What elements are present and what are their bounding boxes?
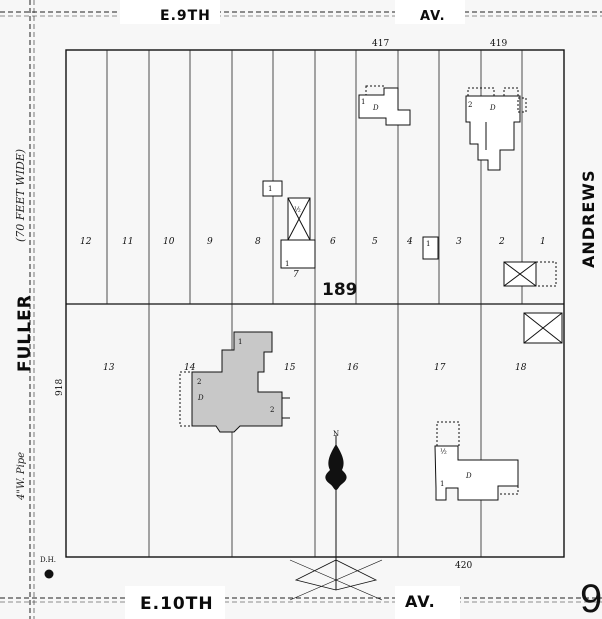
lot-number: 2 <box>498 237 505 247</box>
shed-lot-4: 1 <box>422 236 439 260</box>
lot-number: 4 <box>406 237 413 247</box>
pipe-label: 4"W. Pipe <box>16 452 27 501</box>
story-mark: 1 <box>440 480 444 488</box>
dwelling-mark: D <box>465 472 472 480</box>
lot-number: 13 <box>103 363 115 373</box>
shed-lot-8: 1 <box>262 180 283 197</box>
compass-north-label: N <box>333 430 339 438</box>
lot-number: 16 <box>347 363 359 373</box>
hydrant-label: D.H. <box>40 556 56 564</box>
block-number: 189 <box>322 280 358 300</box>
north-street-plate <box>120 0 220 24</box>
story-mark: ½ <box>294 206 301 214</box>
dwelling-mark: D <box>197 394 204 402</box>
address-417: 417 <box>372 39 389 49</box>
north-av-plate <box>395 0 465 24</box>
lot-number: 14 <box>184 363 196 373</box>
story-mark: 1 <box>268 185 272 193</box>
story-mark: 2 <box>468 101 472 109</box>
story-mark: 1 <box>238 338 242 346</box>
address-419: 419 <box>490 39 507 49</box>
north-av-label: AV. <box>420 9 446 24</box>
lot-number: 6 <box>330 237 336 247</box>
lot-number: 8 <box>255 237 261 247</box>
address-420: 420 <box>455 561 472 571</box>
lot-number: 7 <box>293 270 299 280</box>
south-street-label: E.10TH <box>140 594 214 614</box>
north-street-label: E.9TH <box>160 8 211 24</box>
story-mark: 1 <box>361 98 365 106</box>
building-lot-1 <box>503 261 557 287</box>
dwelling-mark: D <box>489 104 496 112</box>
west-street-label: FULLER <box>15 294 35 372</box>
address-918: 918 <box>55 379 65 396</box>
story-mark: 2 <box>197 378 201 386</box>
west-street-width: (70 FEET WIDE) <box>14 149 27 242</box>
lot-number: 18 <box>515 363 527 373</box>
south-av-label: AV. <box>405 592 436 611</box>
lot-number: 3 <box>456 237 462 247</box>
north-lot-lines <box>106 50 523 304</box>
lot-number: 11 <box>122 237 133 247</box>
south-lot-numbers: 13 14 15 16 17 18 <box>103 363 527 373</box>
south-street-plate <box>125 586 225 619</box>
building-lot-17: ½ D 1 <box>434 421 519 501</box>
lot-number: 1 <box>540 237 546 247</box>
edge-numeral: 9 <box>580 577 602 619</box>
compass-rose: N <box>289 430 383 601</box>
lot-number: 17 <box>434 363 446 373</box>
building-lot-7: ½ 1 <box>280 197 316 269</box>
lot-number: 15 <box>284 363 296 373</box>
building-419: 2 D <box>465 87 527 171</box>
building-lot-14: 2 D 1 2 <box>179 331 290 433</box>
lot-number: 5 <box>372 237 378 247</box>
dwelling-mark: D <box>372 104 379 112</box>
lot-number: 10 <box>163 237 175 247</box>
east-street-label: ANDREWS <box>579 170 598 268</box>
south-lot-lines <box>148 304 482 557</box>
story-mark: 1 <box>285 260 289 268</box>
north-lot-numbers: 12 11 10 9 8 7 6 5 4 3 2 1 <box>80 237 546 280</box>
story-mark: 1 <box>426 240 430 248</box>
story-mark: ½ <box>440 448 447 456</box>
lot-number: 9 <box>207 237 213 247</box>
south-av-plate <box>395 586 460 619</box>
hydrant: D.H. <box>40 556 56 579</box>
building-lot-18 <box>523 312 563 344</box>
story-mark: 2 <box>270 406 274 414</box>
lot-number: 12 <box>80 237 92 247</box>
building-417: D 1 <box>358 85 411 126</box>
